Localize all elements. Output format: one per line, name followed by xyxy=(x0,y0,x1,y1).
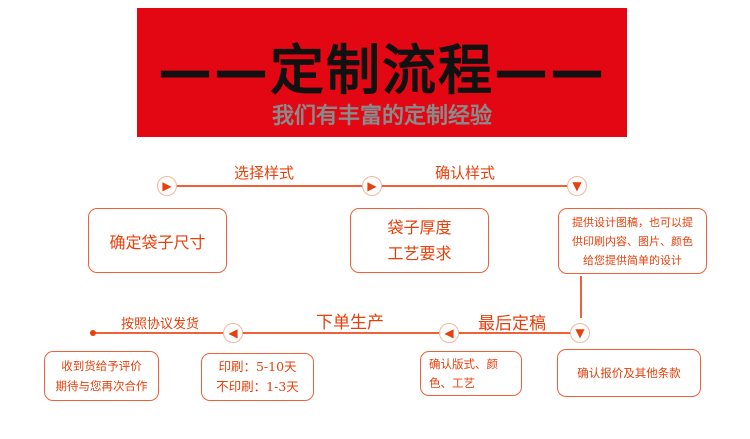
arrow-right-icon: ▶ xyxy=(362,176,382,196)
step-box-production-time: 印刷：5-10天 不印刷：1-3天 xyxy=(201,353,314,401)
box-text: 确定袋子尺寸 xyxy=(109,232,206,252)
end-dot xyxy=(90,330,96,336)
box-text: 给您提供简单的设计 xyxy=(583,253,682,267)
box-text: 提供设计图稿，也可以提 xyxy=(572,215,693,229)
box-text: 袋子厚度 xyxy=(387,217,452,237)
step-label: 确认样式 xyxy=(434,164,496,182)
step-box-confirm-layout: 确认版式、颜 色、工艺 xyxy=(420,351,522,396)
step-box-design: 提供设计图稿，也可以提 供印刷内容、图片、颜色 给您提供简单的设计 xyxy=(558,208,707,274)
flow-line-bottom xyxy=(93,332,580,334)
arrow-left-icon: ◀ xyxy=(439,323,459,343)
arrow-right-icon: ▶ xyxy=(157,176,177,196)
step-box-thickness: 袋子厚度 工艺要求 xyxy=(350,208,489,273)
arrow-down-icon: ▼ xyxy=(570,323,590,343)
step-box-feedback: 收到货给予评价 期待与您再次合作 xyxy=(44,351,159,401)
step-label: 选择样式 xyxy=(233,164,295,182)
box-text: 确认版式、颜 xyxy=(429,356,498,371)
step-box-quote: 确认报价及其他条款 xyxy=(557,349,701,397)
box-text: 确认报价及其他条款 xyxy=(577,366,681,380)
step-label: 下单生产 xyxy=(316,313,384,333)
page-subtitle: 我们有丰富的定制经验 xyxy=(271,104,492,129)
box-text: 不印刷：1-3天 xyxy=(216,379,299,394)
box-text: 收到货给予评价 xyxy=(61,359,142,373)
header-banner: ——定制流程—— 我们有丰富的定制经验 xyxy=(137,8,627,137)
page-title: ——定制流程—— xyxy=(158,39,606,102)
step-label: 最后定稿 xyxy=(478,314,546,334)
flow-line-vertical xyxy=(580,276,582,318)
box-text: 期待与您再次合作 xyxy=(55,379,148,393)
box-text: 供印刷内容、图片、颜色 xyxy=(572,234,693,248)
box-text: 色、工艺 xyxy=(429,375,475,390)
box-text: 工艺要求 xyxy=(387,243,452,263)
arrow-down-icon: ▼ xyxy=(567,176,587,196)
step-box-size: 确定袋子尺寸 xyxy=(88,208,227,273)
arrow-left-icon: ◀ xyxy=(223,323,243,343)
box-text: 印刷：5-10天 xyxy=(218,359,297,374)
step-label: 按照协议发货 xyxy=(120,317,200,332)
